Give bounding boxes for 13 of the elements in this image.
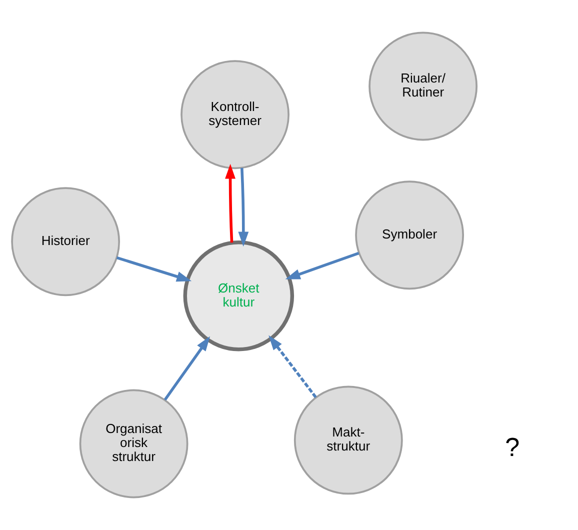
arrow bbox=[116, 256, 192, 282]
node-circle: Organisat orisk struktur bbox=[79, 389, 188, 498]
node-circle: Riualer/ Rutiner bbox=[368, 32, 478, 141]
arrow bbox=[238, 168, 249, 247]
arrow bbox=[164, 336, 210, 401]
label: ? bbox=[505, 432, 520, 462]
arrow bbox=[285, 252, 360, 280]
arrow bbox=[268, 335, 317, 398]
node-circle: Symboler bbox=[355, 180, 464, 290]
node-circle: Makt- struktur bbox=[294, 386, 403, 495]
node-circle: Kontroll- systemer bbox=[180, 60, 290, 170]
arrow bbox=[225, 164, 236, 243]
node-circle: Historier bbox=[11, 187, 120, 296]
